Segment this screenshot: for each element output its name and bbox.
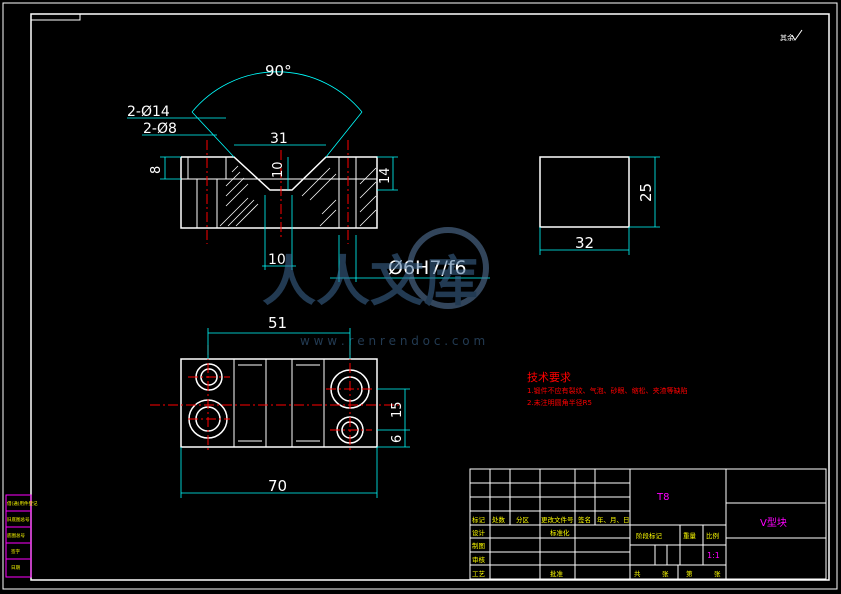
hdr-zone: 分区 [516,515,530,524]
lbl-sheet2: 张 [714,569,721,578]
strip-4: 签字 [11,548,20,555]
tech-title: 技术要求 [527,371,571,384]
lbl-std: 标准化 [550,528,570,537]
hdr-mark: 标记 [472,515,486,524]
title-material: T8 [656,492,669,503]
lbl-no: 第 [686,569,693,578]
tech-item-1: 1.锻件不应有裂纹、气泡、砂眼、缩松、夹渣等缺陷 [527,386,688,395]
side-strip [5,494,32,578]
watermark-logo-icon [407,227,489,309]
lbl-check: 审核 [472,555,486,564]
dim-groove-width: 31 [270,131,288,147]
roughness-note: 其余 [780,33,794,42]
strip-5: 日期 [11,565,20,571]
lbl-design: 设计 [472,528,486,537]
title-block [469,468,827,580]
title-scale-value: 1:1 [707,551,720,560]
svg-text:w w w . r e n r e n d o c . c: w w w . r e n r e n d o c . c o m [300,334,485,348]
strip-1: 借(通)用件登记 [7,500,38,507]
inner-frame [30,13,830,581]
lbl-sheet1: 张 [662,569,669,578]
dim-side-height: 25 [637,183,655,202]
hdr-date: 年、月、日 [597,515,630,524]
strip-3: 底图总号 [7,532,25,539]
plan-dimensions [180,328,410,498]
hdr-change: 更改文件号 [541,515,574,524]
dim-angle: 90° [265,62,292,80]
plan-outline [180,358,378,448]
dim-bottom-width: 10 [268,252,286,268]
dim-hole-small: 2-Ø8 [143,121,177,137]
lbl-approve: 批准 [550,569,564,578]
dim-6: 6 [390,435,405,443]
side-view-rect [539,156,630,228]
lbl-total: 共 [634,569,641,578]
strip-2: 旧底图总号 [7,516,30,523]
side-dimensions [539,156,660,255]
dim-length: 70 [268,477,287,495]
lbl-process: 工艺 [472,570,486,578]
plan-view [150,345,400,450]
dim-side-width: 32 [575,234,594,252]
top-left-tab [31,14,81,21]
hdr-count: 处数 [492,515,506,524]
dim-15: 15 [390,401,405,418]
lbl-draw: 制图 [472,541,485,550]
dim-left-height: 8 [149,166,164,174]
roughness-symbol-icon [791,29,803,41]
dim-depth: 10 [271,161,286,178]
lbl-scale: 比例 [706,531,719,540]
dim-right-height: 14 [378,167,393,184]
title-part-name: V型块 [760,516,787,529]
svg-text:人人文库: 人人文库 [262,250,478,313]
dim-hole-large: 2-Ø14 [127,104,170,120]
watermark: 人人文库 w w w . r e n r e n d o c . c o m [262,227,489,348]
front-dimensions [127,71,490,282]
lbl-stage: 阶段标记 [636,531,663,540]
tech-item-2: 2.未注明圆角半径R5 [527,398,592,407]
lbl-weight: 重量 [683,532,697,540]
front-section-view [180,140,378,244]
dim-hole-spacing: 51 [268,314,287,332]
hdr-sign: 签名 [578,515,591,524]
